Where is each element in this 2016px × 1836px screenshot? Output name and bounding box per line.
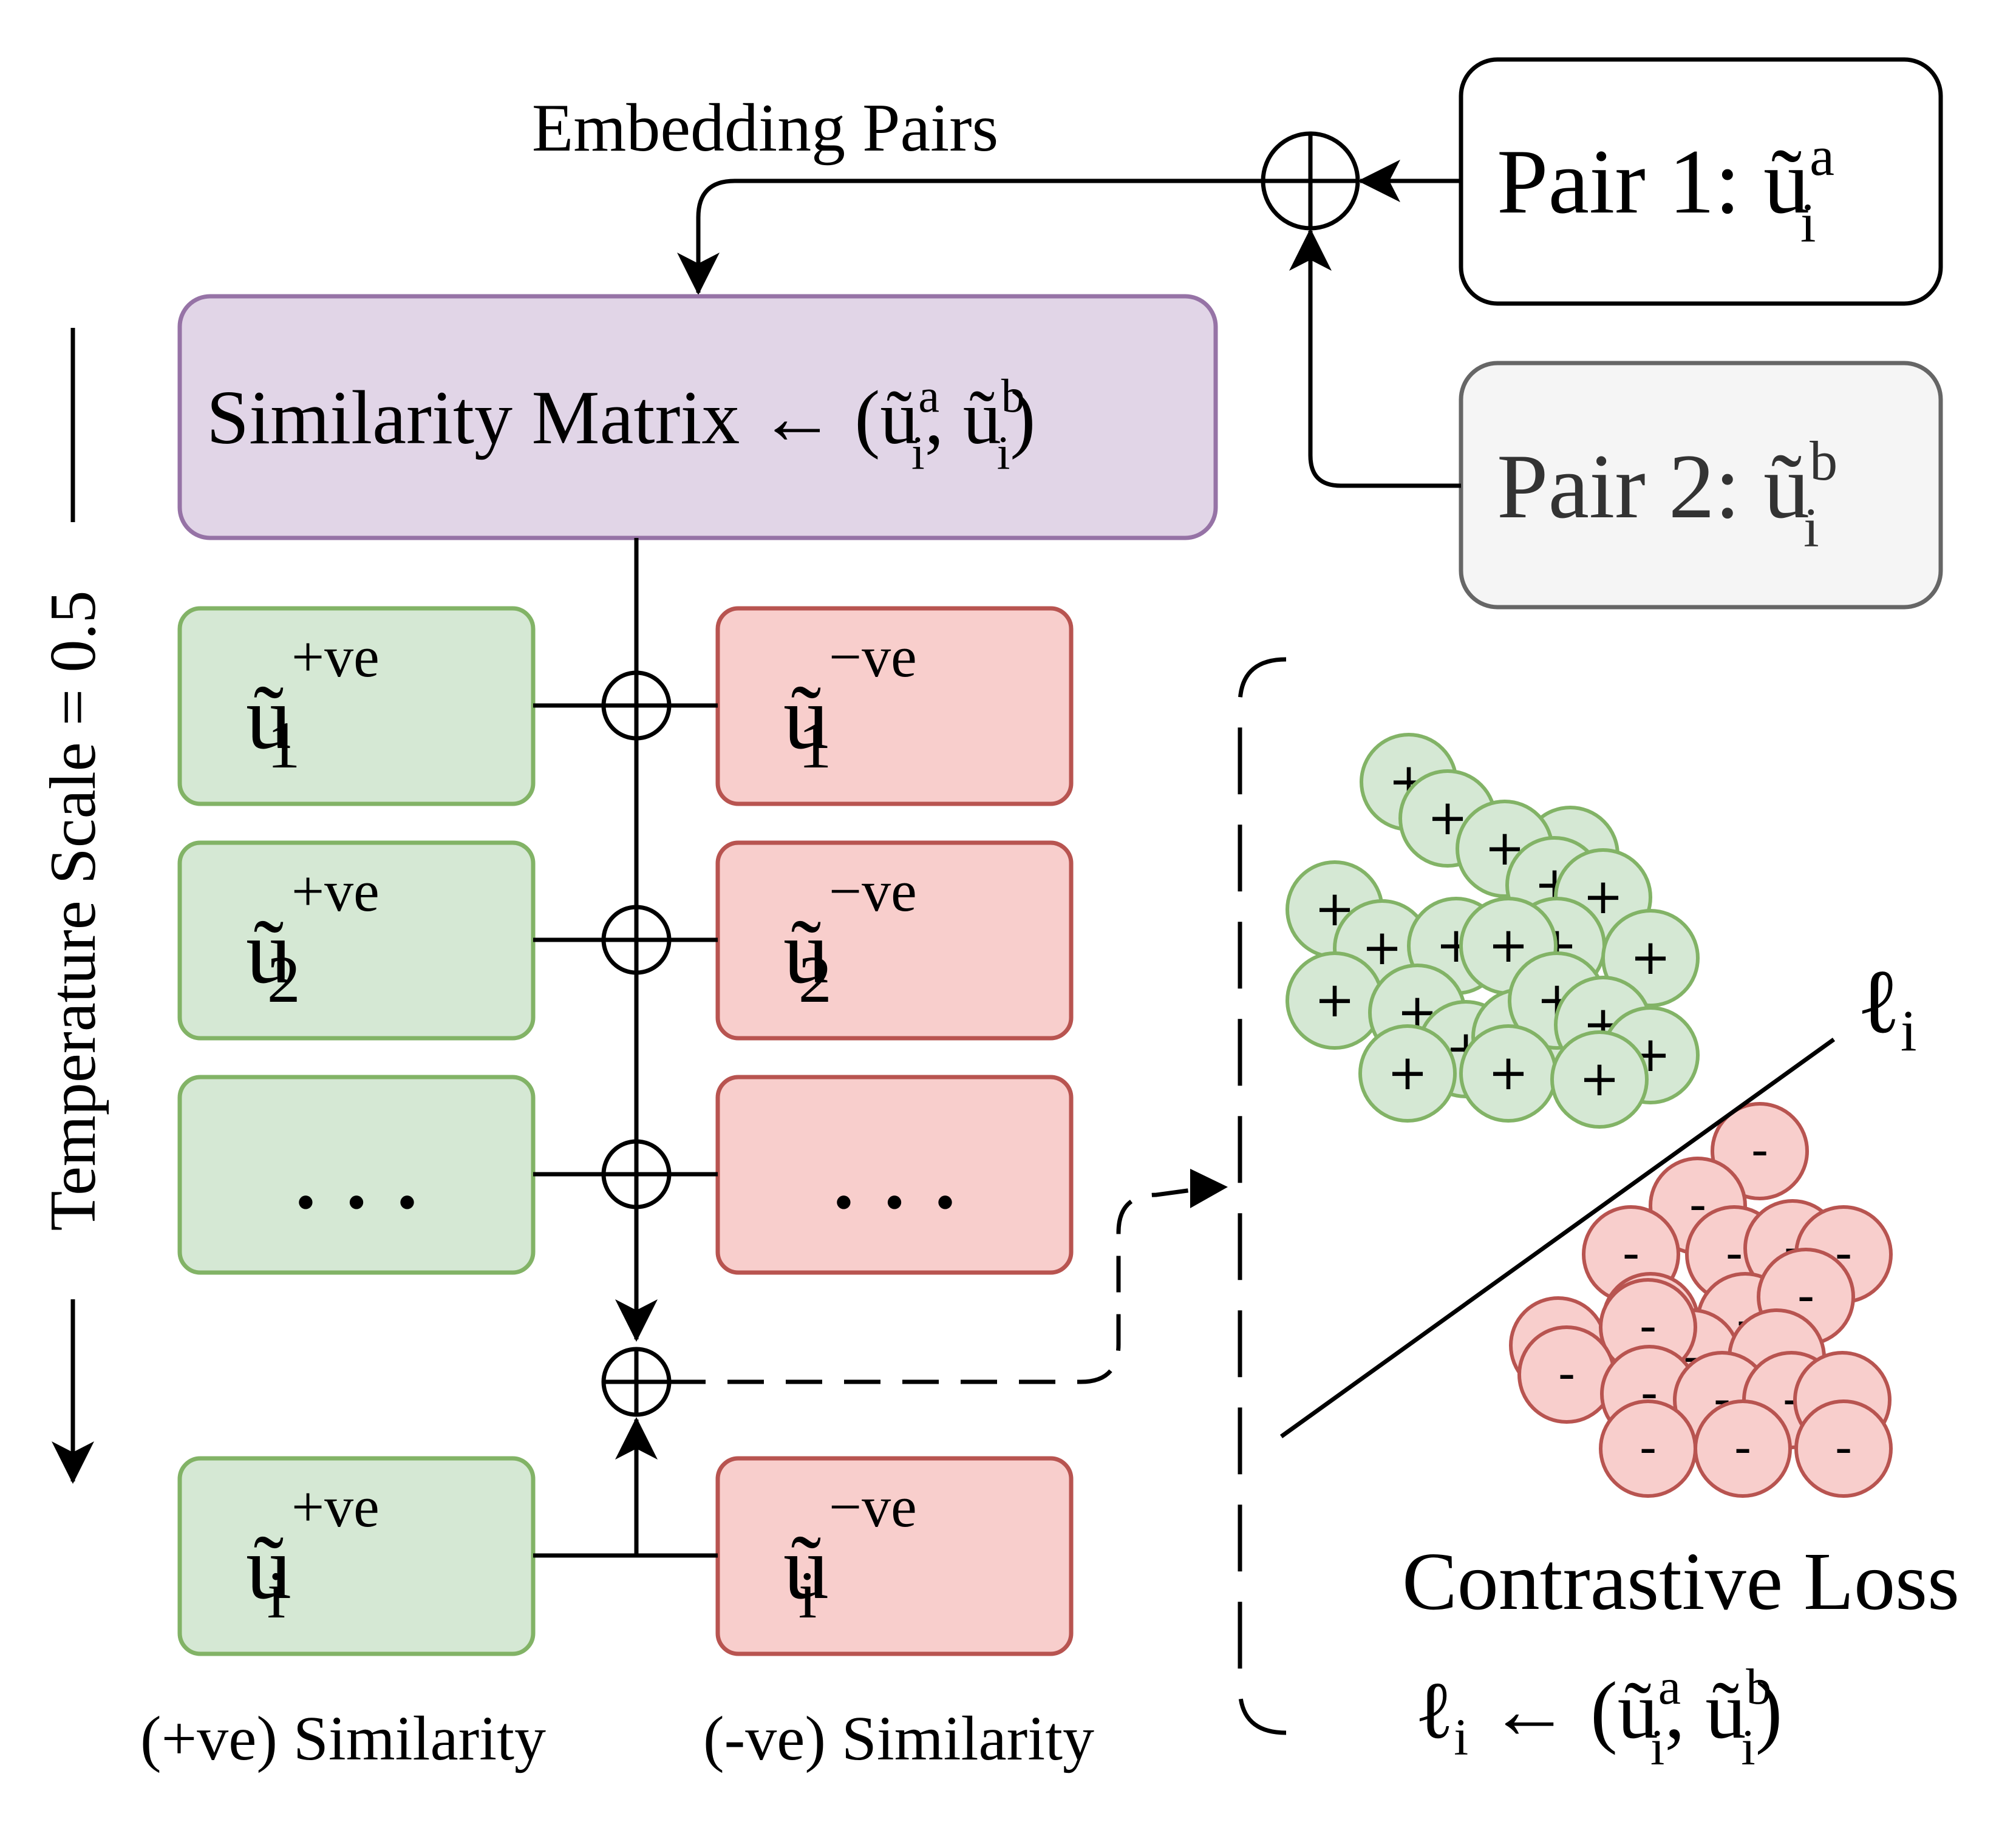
- positive-sample-20: +: [1459, 1024, 1558, 1123]
- negative-sample-symbol: -: [1623, 1225, 1640, 1282]
- temperature-scale: Temperature Scale = 0.5: [37, 328, 109, 1484]
- positive-cluster: ++++++++++++++++++++++: [1286, 733, 1700, 1129]
- positive-sample-11: +: [1601, 909, 1700, 1007]
- negative-sample-19: -: [1599, 1399, 1697, 1498]
- positive-ellipsis: . . .: [293, 1140, 420, 1226]
- row-2-operator: [601, 905, 672, 975]
- loss-connector-arrowhead: [1190, 1169, 1228, 1208]
- negative-sample-symbol: -: [1734, 1420, 1752, 1476]
- negative-sample-14: -: [1517, 1325, 1616, 1424]
- row-1-operator: [601, 670, 672, 741]
- pair-2-arrow: [1289, 228, 1461, 488]
- row-3: . . . . . .: [177, 1075, 1074, 1275]
- loss-bracket: [1238, 657, 1287, 1735]
- positive-sample-13: +: [1286, 951, 1384, 1050]
- negative-sample-symbol: -: [1835, 1420, 1853, 1476]
- positive-sample-symbol: +: [1579, 1050, 1619, 1107]
- aggregation-operator: [601, 1347, 672, 1417]
- negative-sample-symbol: -: [1751, 1122, 1769, 1178]
- negative-column-label: (-ve) Similarity: [703, 1704, 1094, 1773]
- negative-sample-symbol: -: [1640, 1420, 1657, 1476]
- positive-sample-symbol: +: [1387, 1044, 1428, 1101]
- positive-sample-22: +: [1550, 1030, 1649, 1129]
- pair-combine-operator: [1261, 131, 1360, 231]
- negative-cluster: ---------------------: [1509, 1102, 1893, 1498]
- negative-sample-1: -: [1711, 1102, 1809, 1200]
- embedding-pairs-label: Embedding Pairs: [532, 90, 998, 166]
- positive-sample-symbol: +: [1630, 929, 1670, 985]
- boundary-label: ℓi: [1857, 951, 1917, 1063]
- positive-sample-symbol: +: [1314, 971, 1355, 1028]
- contrastive-loss-title: Contrastive Loss: [1402, 1536, 1960, 1627]
- row-3-operator: [601, 1139, 672, 1209]
- positive-sample-symbol: +: [1488, 917, 1528, 973]
- negative-sample-21: -: [1794, 1399, 1893, 1498]
- positive-column-label: (+ve) Similarity: [140, 1704, 546, 1773]
- embedding-pairs-arrow: [677, 178, 1263, 295]
- negative-ellipsis: . . .: [831, 1140, 958, 1226]
- positive-sample-symbol: +: [1488, 1044, 1528, 1101]
- temperature-scale-label: Temperature Scale = 0.5: [37, 591, 109, 1231]
- loss-connector-dashed: [669, 1185, 1215, 1384]
- negative-sample-symbol: -: [1558, 1345, 1576, 1402]
- negative-sample-20: -: [1694, 1399, 1792, 1498]
- positive-sample-19: +: [1358, 1024, 1457, 1123]
- decision-boundary: [1279, 1038, 1836, 1438]
